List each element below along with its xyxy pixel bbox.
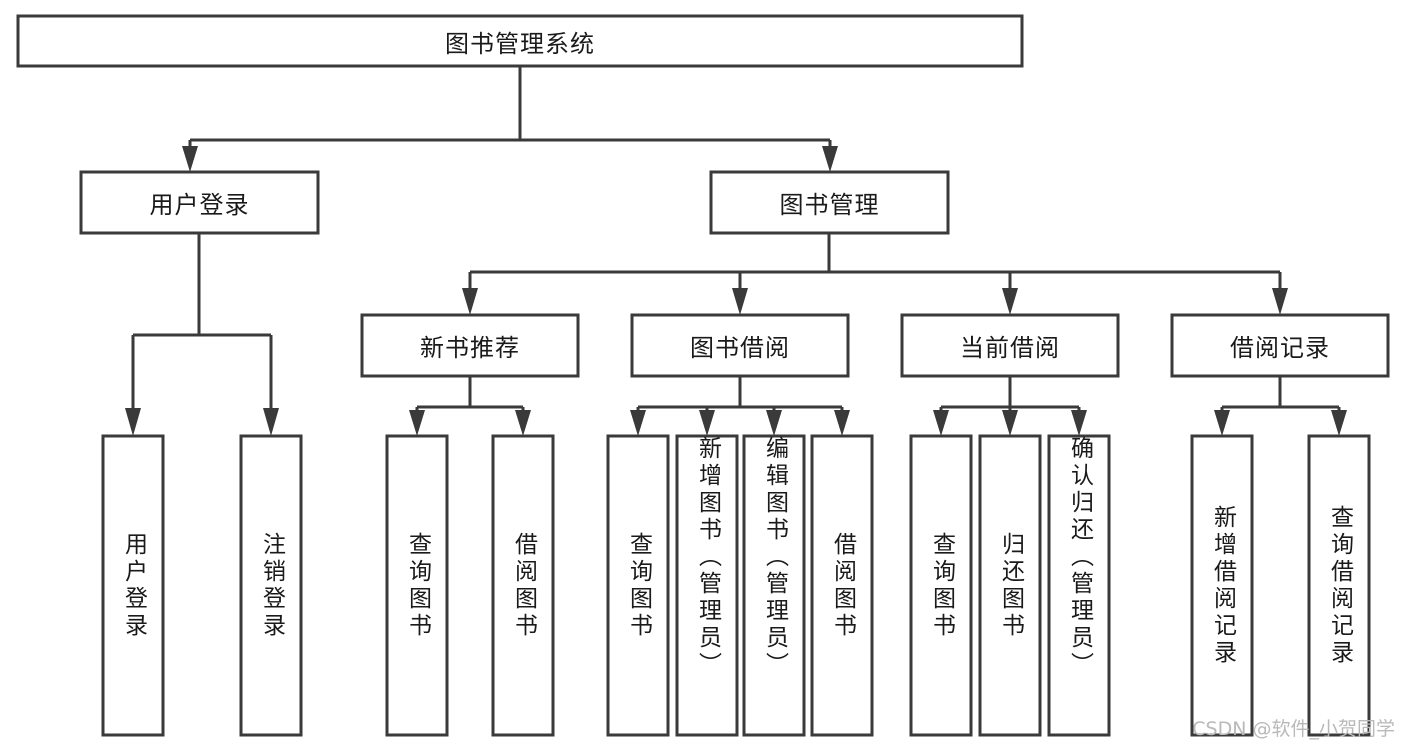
node-borrow-record[interactable] [1170, 313, 1390, 378]
node-book-manage[interactable] [709, 170, 950, 235]
arrow-head-icon [933, 410, 949, 436]
arrow-head-icon [630, 410, 646, 436]
arrow-head-icon [699, 410, 715, 436]
leaf-user-login-1[interactable] [239, 434, 303, 737]
leaf-current-borrow-1[interactable] [978, 434, 1042, 737]
arrow-head-icon [1002, 288, 1018, 315]
leaf-new-book-1[interactable] [491, 434, 555, 737]
arrow-head-icon [822, 146, 838, 172]
leaf-book-borrow-0[interactable] [606, 434, 670, 737]
connector-current-borrow-to-leaves [933, 376, 1087, 436]
node-user-login[interactable] [79, 170, 320, 235]
arrow-head-icon [125, 408, 141, 436]
arrow-head-icon [1214, 410, 1230, 436]
node-current-borrow[interactable] [900, 313, 1120, 378]
leaf-book-borrow-3[interactable] [810, 434, 874, 737]
node-root[interactable] [16, 14, 1024, 68]
connector-book-borrow-to-leaves [630, 376, 850, 436]
arrow-head-icon [1002, 410, 1018, 436]
node-new-book-recommend[interactable] [360, 313, 580, 378]
connector-root-to-level2 [182, 66, 838, 172]
arrow-head-icon [834, 410, 850, 436]
connector-book-manage-to-level3 [462, 233, 1288, 315]
leaf-current-borrow-2[interactable] [1047, 434, 1111, 737]
arrow-head-icon [766, 410, 782, 436]
leaf-book-borrow-1[interactable] [675, 434, 739, 737]
arrow-head-icon [263, 408, 279, 436]
node-book-borrow[interactable] [630, 313, 850, 378]
arrow-head-icon [1331, 410, 1347, 436]
connector-user-login-to-leaves [125, 233, 279, 436]
arrow-head-icon [1272, 288, 1288, 315]
arrow-head-icon [515, 410, 531, 436]
leaf-borrow-record-0[interactable] [1190, 434, 1254, 737]
connector-borrow-record-to-leaves [1214, 376, 1347, 436]
connector-new-book-to-leaves [409, 376, 531, 436]
leaf-user-login-0[interactable] [101, 434, 165, 737]
leaf-borrow-record-1[interactable] [1307, 434, 1371, 737]
arrow-head-icon [182, 146, 198, 172]
leaf-book-borrow-2[interactable] [742, 434, 806, 737]
leaf-current-borrow-0[interactable] [909, 434, 973, 737]
arrow-head-icon [732, 288, 748, 315]
arrow-head-icon [409, 410, 425, 436]
leaf-new-book-0[interactable] [385, 434, 449, 737]
arrow-head-icon [462, 288, 478, 315]
arrow-head-icon [1071, 410, 1087, 436]
